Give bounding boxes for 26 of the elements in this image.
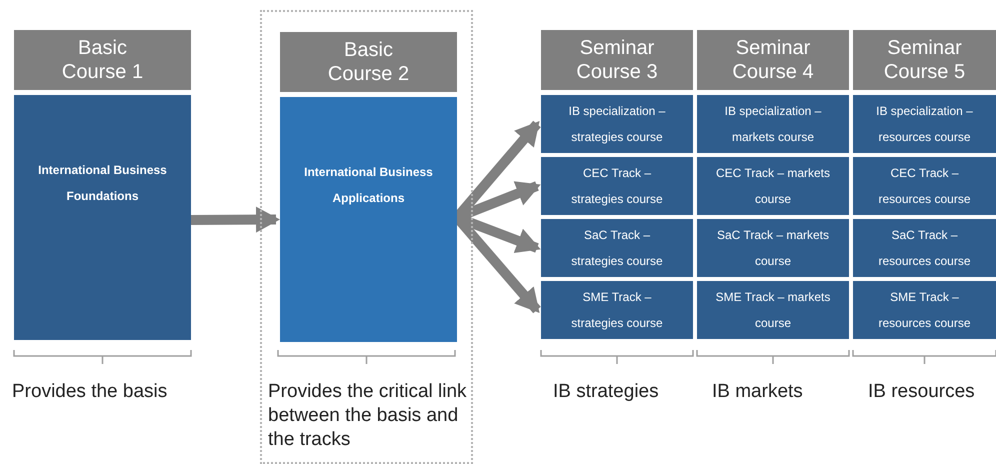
column-caption: Provides the basis xyxy=(12,380,168,404)
track-course-box: SME Track – strategies course xyxy=(541,281,693,339)
dotted-frame xyxy=(260,10,473,464)
course-header: Seminar Course 3 xyxy=(541,30,693,90)
track-course-box: CEC Track – strategies course xyxy=(541,157,693,215)
track-course-box: CEC Track – markets course xyxy=(697,157,849,215)
track-course-box: IB specialization – strategies course xyxy=(541,95,693,153)
arrow xyxy=(190,206,280,233)
course-box: International Business Applications xyxy=(280,97,457,342)
track-course-box: IB specialization – resources course xyxy=(853,95,996,153)
track-course-box: SaC Track – resources course xyxy=(853,219,996,277)
course-header: Seminar Course 5 xyxy=(853,30,996,90)
course-box: International Business Foundations xyxy=(14,95,191,340)
course-header: Basic Course 2 xyxy=(280,32,457,92)
track-course-box: CEC Track – resources course xyxy=(853,157,996,215)
track-course-box: SME Track – markets course xyxy=(697,281,849,339)
column-caption: IB markets xyxy=(712,380,804,404)
course-header: Seminar Course 4 xyxy=(697,30,849,90)
column-caption: IB strategies xyxy=(553,380,660,404)
track-course-box: IB specialization – markets course xyxy=(697,95,849,153)
column-caption: Provides the critical link between the basis and the tracks xyxy=(268,380,468,452)
track-course-box: SME Track – resources course xyxy=(853,281,996,339)
track-course-box: SaC Track – markets course xyxy=(697,219,849,277)
track-course-box: SaC Track – strategies course xyxy=(541,219,693,277)
column-caption: IB resources xyxy=(868,380,976,404)
course-header: Basic Course 1 xyxy=(14,30,191,90)
